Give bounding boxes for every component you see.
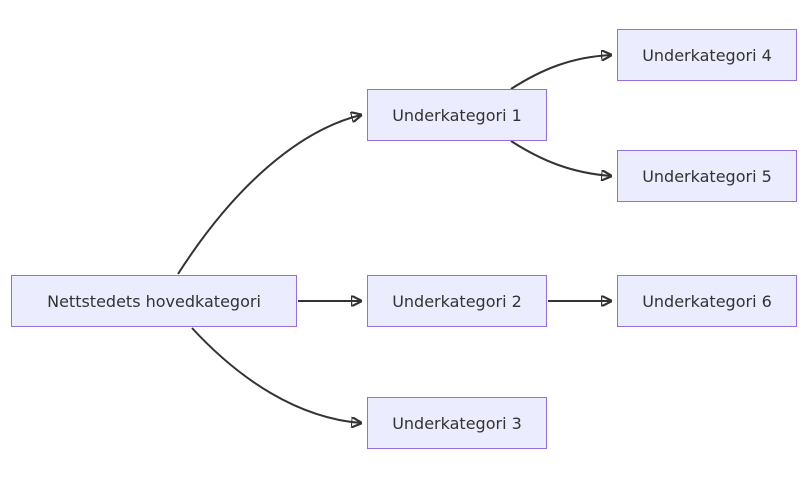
node-underkategori-4: Underkategori 4 — [617, 29, 797, 81]
edge-sub1-to-sub5 — [510, 140, 611, 176]
node-underkategori-2: Underkategori 2 — [367, 275, 547, 327]
edge-main-to-sub1 — [177, 115, 361, 275]
node-underkategori-5: Underkategori 5 — [617, 150, 797, 202]
node-underkategori-1: Underkategori 1 — [367, 89, 547, 141]
edge-sub1-to-sub4 — [510, 55, 611, 90]
node-underkategori-6: Underkategori 6 — [617, 275, 797, 327]
node-nettstedets-hovedkategori: Nettstedets hovedkategori — [11, 275, 297, 327]
node-underkategori-3: Underkategori 3 — [367, 397, 547, 449]
edge-main-to-sub3 — [191, 327, 361, 423]
